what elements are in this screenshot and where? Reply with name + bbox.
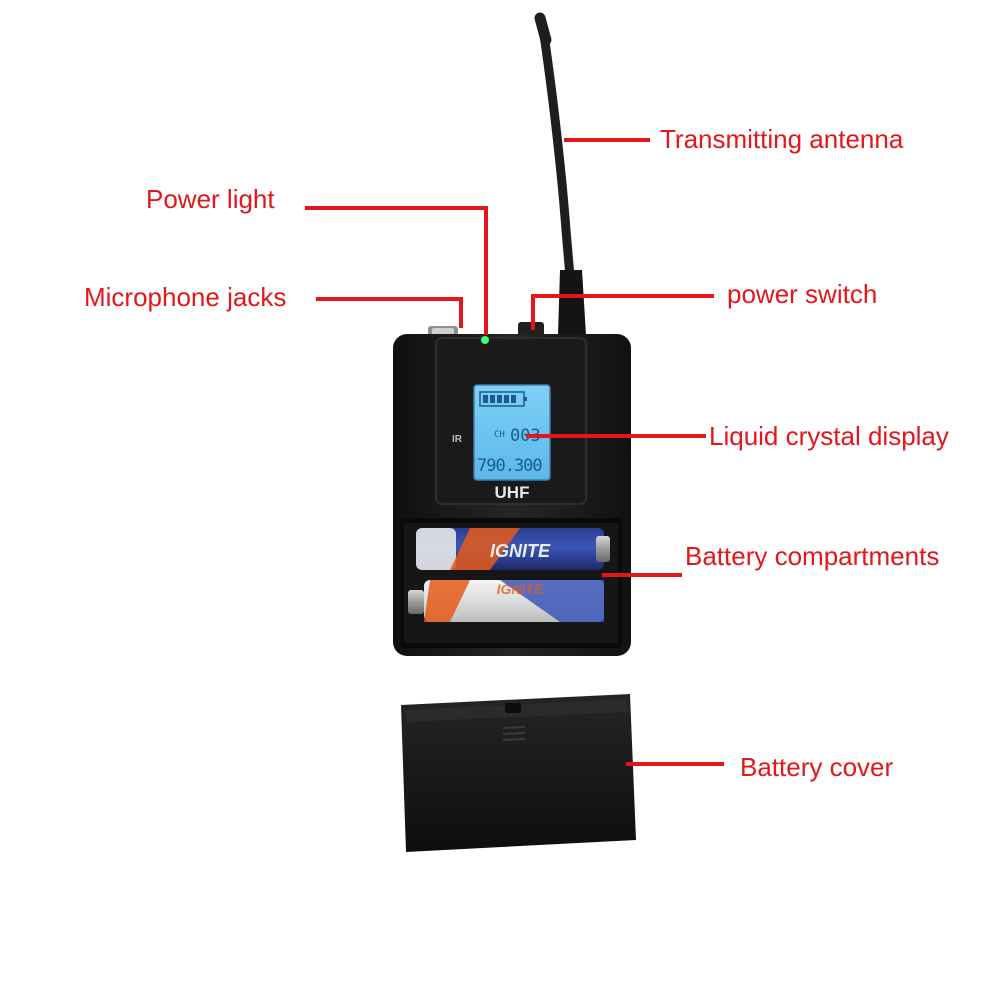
battery-compartment: IGNITE IGNITE: [400, 518, 622, 648]
lcd-screen: CH 003 790.300: [473, 384, 551, 481]
callout-liquid-crystal-display: Liquid crystal display: [709, 421, 949, 451]
callout-battery-cover: Battery cover: [740, 752, 894, 782]
brand-label: UHF: [495, 483, 530, 502]
callout-microphone-jacks: Microphone jacks: [84, 282, 287, 312]
leader-microphone-jacks: [316, 297, 463, 328]
ir-label: IR: [452, 434, 463, 445]
battery-1-brand: IGNITE: [490, 541, 551, 561]
battery-1: IGNITE: [416, 528, 610, 570]
callout-battery-compartments: Battery compartments: [685, 541, 940, 571]
lcd-frequency: 790.300: [477, 456, 542, 476]
lcd-channel-label: CH: [494, 430, 505, 440]
transmitter-body: IR UHF CH 003 790.300: [393, 334, 631, 656]
lcd-channel-value: 003: [510, 426, 541, 446]
callout-power-switch: power switch: [727, 279, 878, 309]
leader-power-light: [305, 206, 488, 335]
callout-lines: [305, 138, 724, 766]
battery-2-brand: IGNITE: [497, 581, 544, 597]
battery-2: IGNITE: [408, 580, 604, 622]
battery-cover: [401, 694, 636, 852]
battery-level-icon: [479, 391, 527, 407]
antenna: [534, 12, 586, 335]
leader-power-switch: [531, 294, 714, 330]
power-light-led: [481, 336, 489, 344]
callout-transmitting-antenna: Transmitting antenna: [660, 124, 904, 154]
callout-power-light: Power light: [146, 184, 275, 214]
